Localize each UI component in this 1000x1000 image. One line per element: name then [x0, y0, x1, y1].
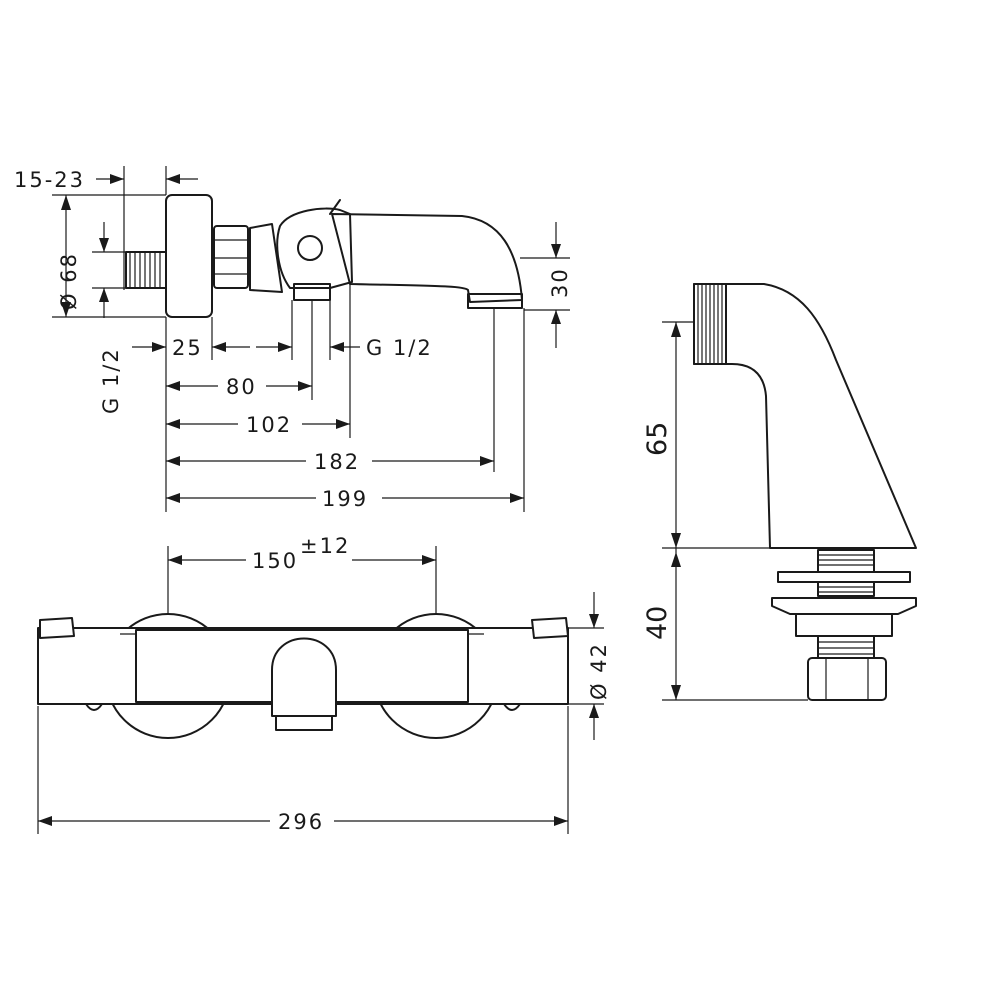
front-dimensions: 150 ±12 Ø 42 296 [37, 534, 611, 834]
spout-front-aerator [275, 715, 333, 731]
dim-bar-diameter: Ø 42 [587, 642, 611, 700]
connector-shaft-mid [817, 581, 875, 597]
dim-centers: 150 [252, 549, 298, 573]
inlet-thread-lines [129, 252, 161, 288]
end-cap-right [531, 617, 569, 639]
hex-nut [807, 657, 887, 701]
washer-upper [777, 571, 911, 583]
washer-lower [771, 597, 917, 615]
spout-front [271, 637, 337, 717]
mixer-body [249, 223, 283, 293]
dim-182: 182 [314, 450, 360, 474]
connector-dimensions: 65 40 [642, 321, 808, 701]
dim-outlet-thread: G 1/2 [366, 336, 433, 360]
dim-spout-height: 30 [548, 267, 572, 298]
handle-cap [297, 235, 323, 261]
handle-base [293, 283, 331, 301]
front-view [37, 613, 569, 739]
connector-housing [693, 283, 917, 549]
lock-nut [795, 613, 893, 637]
spout-body [331, 213, 523, 303]
connector-shaft [817, 549, 875, 573]
dim-overall-width: 296 [278, 810, 324, 834]
dim-80: 80 [226, 375, 257, 399]
temperature-handle [276, 207, 353, 289]
dim-connector-upper: 65 [642, 422, 673, 456]
dim-199: 199 [322, 487, 368, 511]
connection-nut [213, 225, 249, 289]
dim-centers-tolerance: ±12 [300, 534, 350, 558]
side-dimensions: 15-23 Ø 68 G 1/2 25 G 1/2 [14, 166, 572, 512]
dim-25: 25 [172, 336, 203, 360]
spout-aerator [467, 293, 523, 309]
dim-102: 102 [246, 413, 292, 437]
connector-shaft-lower [817, 635, 875, 659]
connector-detail [693, 283, 917, 701]
end-cap-left [39, 617, 75, 639]
side-view [125, 194, 523, 318]
wall-rosette [165, 194, 213, 318]
dim-inlet-thread: G 1/2 [99, 347, 123, 414]
dim-body-diameter: Ø 68 [57, 252, 81, 310]
dim-connector-lower: 40 [642, 606, 673, 640]
dim-outlet-gap: 15-23 [14, 168, 85, 192]
foot-left [85, 703, 103, 711]
foot-right [503, 703, 521, 711]
